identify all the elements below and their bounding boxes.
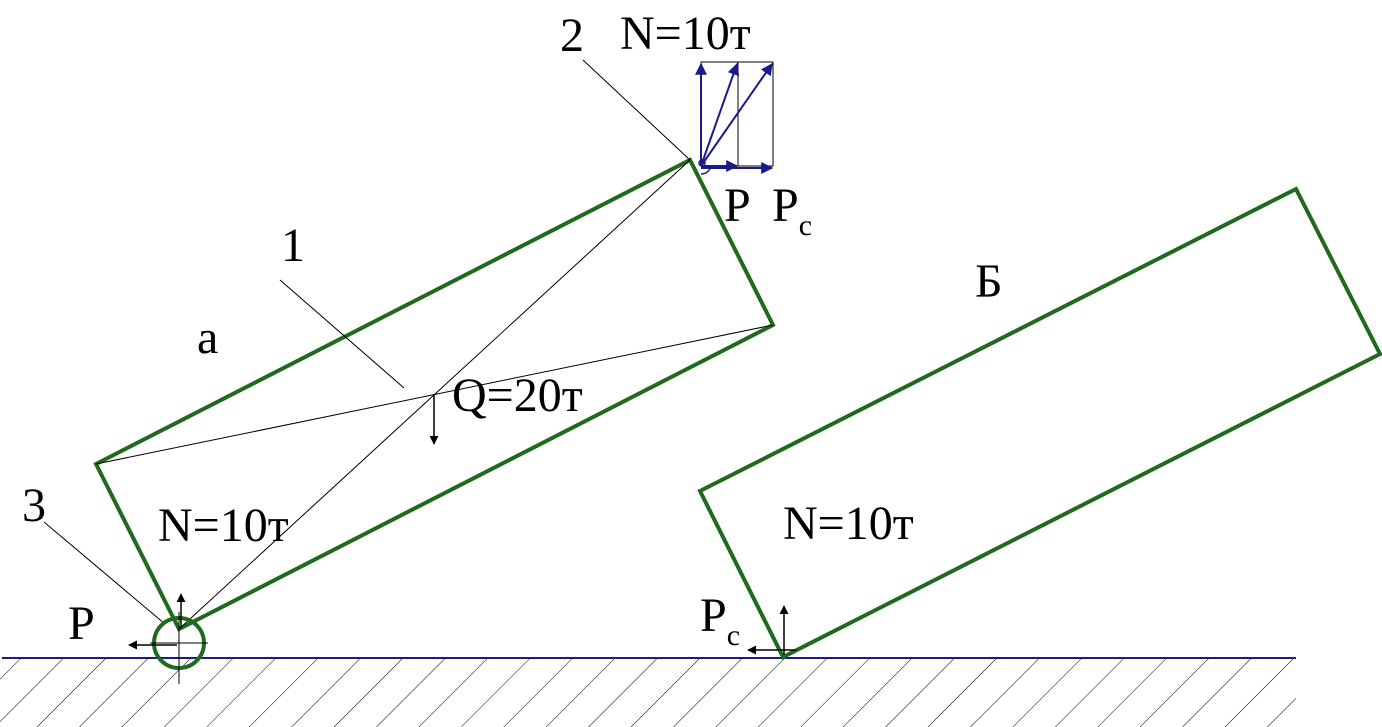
label-right-normal-force: N=10т [783,497,914,550]
label-weight: Q=20т [452,369,583,422]
leader-3 [43,521,166,625]
label-top-normal-force: N=10т [620,7,751,60]
label-left-normal-force: N=10т [158,499,289,552]
label-right-pc-subscript: c [726,619,741,652]
force-rectangle-pc [737,61,774,167]
label-top-pc-letter: P [772,179,799,232]
label-top-pc-subscript: c [798,209,813,242]
label-3: 3 [22,479,46,532]
force-resultant-p [700,62,740,167]
leader-2 [582,59,691,161]
ground-hatching [0,658,1296,727]
label-block-a: а [197,311,219,364]
label-top-p: P [724,179,751,232]
label-block-b: Б [975,255,1003,308]
force-resultant-pc [700,63,773,167]
node-2-point [698,159,706,167]
label-top-pc: Pc [772,179,812,241]
label-right-pc-letter: P [700,589,727,642]
label-1: 1 [281,219,305,272]
label-right-pc: Pc [700,589,740,651]
block-b-outline [697,186,1382,660]
angle-arc [700,165,712,175]
label-node-2: 2 [560,9,584,62]
leader-1 [279,279,405,389]
label-left-p: P [68,597,95,650]
